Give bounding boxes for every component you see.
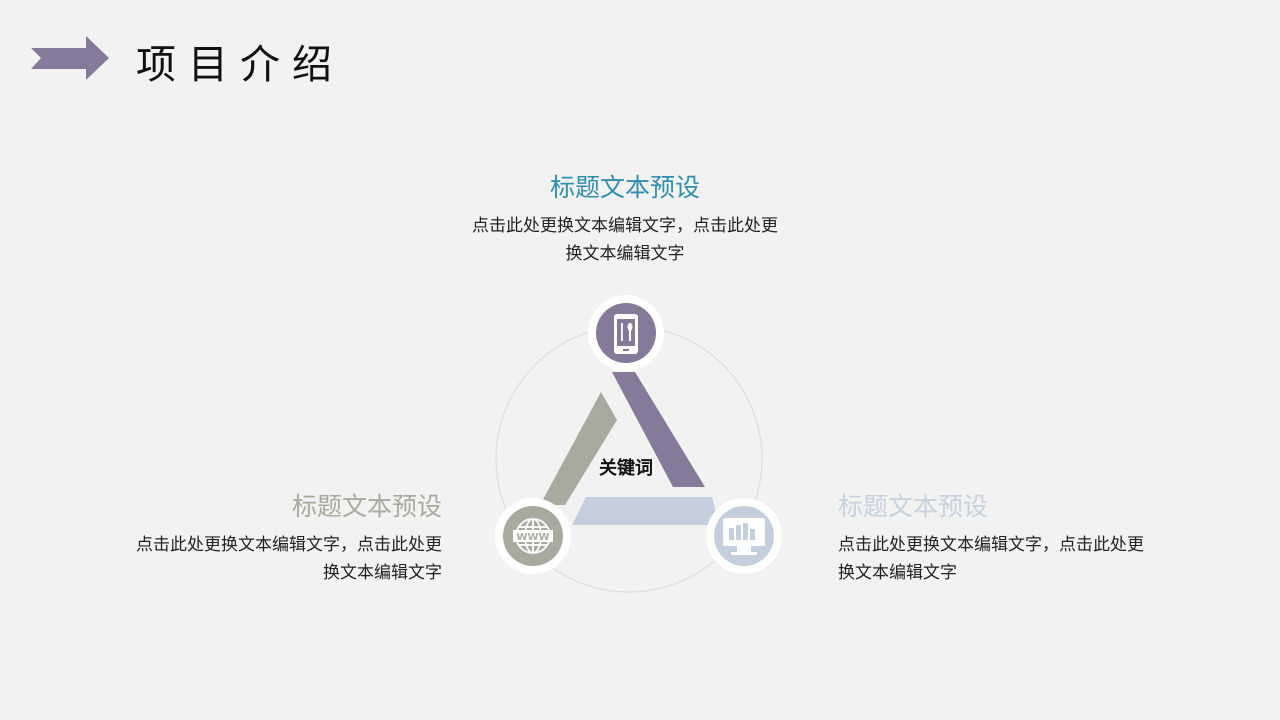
bar-gray [540, 392, 617, 505]
block-body-line: 点击此处更换文本编辑文字，点击此处更 [136, 535, 442, 555]
block-body-line: 点击此处更换文本编辑文字，点击此处更 [838, 535, 1144, 555]
right-arrow-icon [31, 36, 109, 80]
svg-text:WWW: WWW [516, 532, 549, 543]
bar-blue [572, 497, 719, 525]
center-keyword[interactable]: 关键词 [599, 458, 653, 479]
node-top[interactable] [588, 295, 664, 371]
block-body-line: 点击此处更换文本编辑文字，点击此处更 [472, 216, 778, 236]
bar-purple [612, 372, 705, 487]
block-body[interactable]: 点击此处更换文本编辑文字，点击此处更 换文本编辑文字 [96, 531, 442, 587]
block-body-line: 换文本编辑文字 [565, 244, 685, 264]
page-title: 项目介绍 [136, 42, 344, 88]
block-body-line: 换文本编辑文字 [838, 563, 957, 583]
text-block-right: 标题文本预设 点击此处更换文本编辑文字，点击此处更 换文本编辑文字 [838, 491, 1184, 587]
monitor-chart-icon [723, 518, 765, 555]
block-title[interactable]: 标题文本预设 [549, 173, 700, 202]
node-bottom-left[interactable]: WWW [495, 498, 571, 574]
text-block-top: 标题文本预设 点击此处更换文本编辑文字，点击此处更 换文本编辑文字 [440, 172, 810, 268]
smartphone-icon [614, 314, 638, 354]
block-body[interactable]: 点击此处更换文本编辑文字，点击此处更 换文本编辑文字 [838, 531, 1184, 587]
text-block-left: 标题文本预设 点击此处更换文本编辑文字，点击此处更 换文本编辑文字 [96, 491, 442, 587]
block-title[interactable]: 标题文本预设 [291, 492, 442, 521]
block-title[interactable]: 标题文本预设 [838, 492, 989, 521]
node-bottom-right[interactable] [706, 498, 782, 574]
block-body[interactable]: 点击此处更换文本编辑文字，点击此处更 换文本编辑文字 [440, 212, 810, 268]
block-body-line: 换文本编辑文字 [323, 563, 442, 583]
